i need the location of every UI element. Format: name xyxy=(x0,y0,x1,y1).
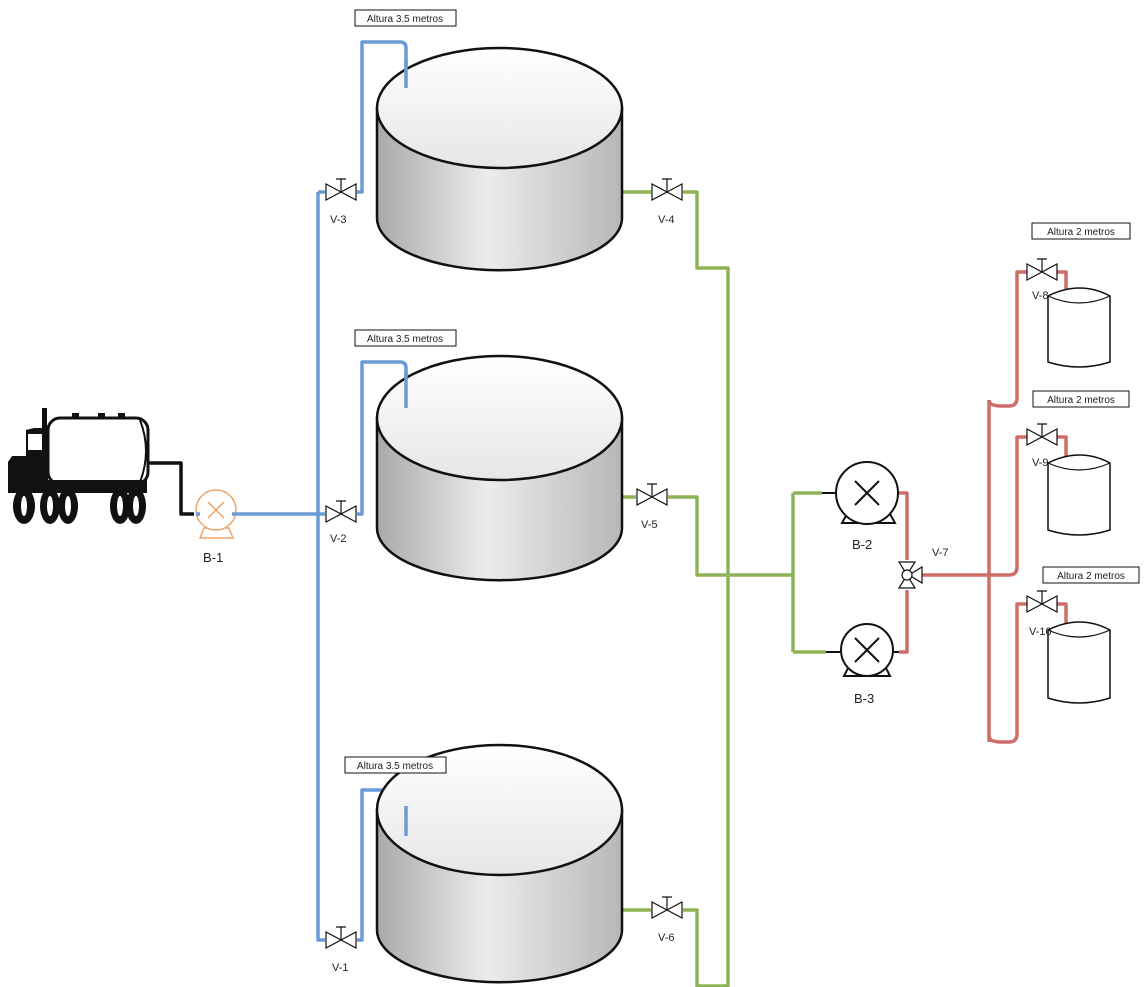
truck-outlet-pipe xyxy=(148,461,194,516)
valve-label-v6: V-6 xyxy=(658,932,675,944)
storage-tank-middle[interactable] xyxy=(375,354,624,582)
svg-text:Altura 3.5 metros: Altura 3.5 metros xyxy=(357,761,433,772)
tanker-truck-icon xyxy=(8,408,150,524)
height-label-small-tank-1: Altura 2 metros xyxy=(1031,222,1131,240)
supply-line-green xyxy=(622,190,826,987)
transfer-pump-b2[interactable] xyxy=(822,461,899,525)
gate-valve-v9[interactable] xyxy=(1026,423,1058,446)
gate-valve-v4[interactable] xyxy=(651,178,683,201)
gate-valve-v5[interactable] xyxy=(636,483,668,506)
valve-label-v4: V-4 xyxy=(658,214,675,226)
gate-valve-v2[interactable] xyxy=(325,500,357,523)
svg-text:Altura 3.5 metros: Altura 3.5 metros xyxy=(367,14,443,25)
discharge-line-red xyxy=(899,270,1068,744)
gate-valve-v8[interactable] xyxy=(1026,258,1058,281)
storage-tank-top[interactable] xyxy=(375,46,624,272)
valve-label-v5: V-5 xyxy=(641,519,658,531)
valve-label-v1: V-1 xyxy=(332,962,349,974)
transfer-pump-b3[interactable] xyxy=(826,623,899,677)
gate-valve-v6[interactable] xyxy=(651,896,683,919)
svg-text:Altura 2 metros: Altura 2 metros xyxy=(1057,571,1125,582)
gate-valve-v1[interactable] xyxy=(325,926,357,949)
three-way-valve-v7[interactable] xyxy=(897,561,923,589)
svg-text:Altura 3.5 metros: Altura 3.5 metros xyxy=(367,334,443,345)
feed-pump-b1[interactable] xyxy=(195,489,256,539)
gate-valve-v10[interactable] xyxy=(1026,590,1058,613)
svg-text:Altura 2 metros: Altura 2 metros xyxy=(1047,395,1115,406)
height-label-tank-middle: Altura 3.5 metros xyxy=(354,329,457,347)
gate-valve-v3[interactable] xyxy=(325,178,357,201)
pump-label-b2: B-2 xyxy=(852,537,872,552)
small-tank-2[interactable] xyxy=(1047,454,1111,536)
storage-tank-bottom[interactable] xyxy=(375,743,624,984)
valve-label-v2: V-2 xyxy=(330,533,347,545)
pump-label-b3: B-3 xyxy=(854,691,874,706)
valve-label-v8: V-8 xyxy=(1032,290,1049,302)
valve-label-v7: V-7 xyxy=(932,547,949,559)
small-tank-1[interactable] xyxy=(1047,287,1111,368)
valve-label-v10: V-10 xyxy=(1029,626,1052,638)
small-tank-3[interactable] xyxy=(1047,621,1111,704)
height-label-tank-top: Altura 3.5 metros xyxy=(354,9,457,27)
valve-labels: V-1 V-2 V-3 V-4 V-5 V-6 V-7 V-8 V-9 V-10 xyxy=(330,214,1052,974)
svg-text:Altura 2 metros: Altura 2 metros xyxy=(1047,227,1115,238)
height-label-tank-bottom: Altura 3.5 metros xyxy=(344,756,447,774)
height-label-small-tank-2: Altura 2 metros xyxy=(1032,390,1130,408)
valve-label-v9: V-9 xyxy=(1032,457,1049,469)
height-label-small-tank-3: Altura 2 metros xyxy=(1042,566,1140,584)
valve-label-v3: V-3 xyxy=(330,214,347,226)
pump-label-b1: B-1 xyxy=(203,550,223,565)
